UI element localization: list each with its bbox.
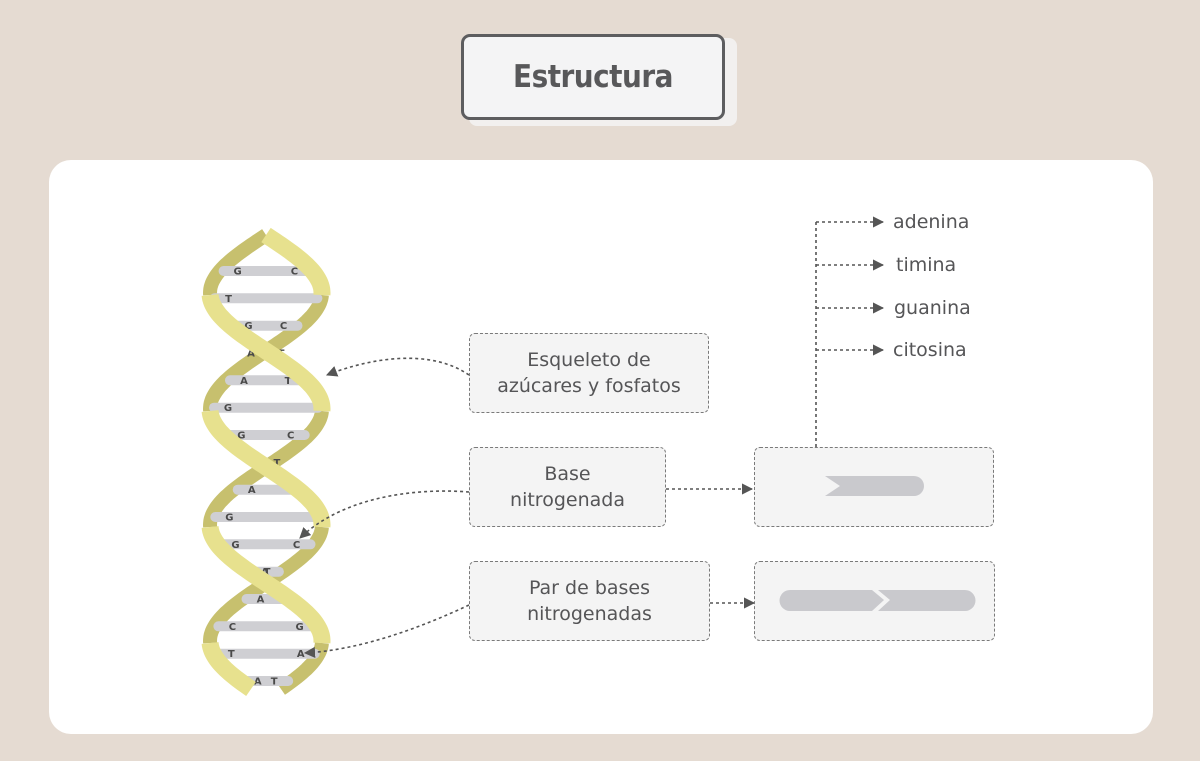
backbone-label: Esqueleto de azúcares y fosfatos	[497, 349, 681, 397]
base-letter: A	[247, 349, 255, 360]
base-letter: C	[280, 321, 287, 332]
base-letter: G	[244, 321, 252, 332]
base-timina: timina	[896, 254, 957, 276]
base-letter: T	[271, 677, 278, 688]
base-shape-box	[754, 447, 994, 527]
connector-lines	[299, 216, 885, 659]
base-letter: T	[264, 567, 271, 578]
base-letter: A	[257, 595, 265, 606]
base-adenina: adenina	[893, 211, 970, 233]
strand-b-segment-3	[201, 526, 331, 644]
base-letter: G	[225, 513, 233, 524]
title-box: Estructura	[461, 34, 725, 120]
strand-b-segment-0	[202, 229, 270, 296]
base-letter: T	[225, 294, 232, 305]
strand-a-segment-4	[201, 642, 256, 696]
base-letter: G	[231, 540, 239, 551]
base-letter: C	[293, 540, 300, 551]
base-letter: G	[224, 403, 232, 414]
backbone-connector	[325, 357, 470, 377]
base-letter: T	[228, 649, 235, 660]
base-letter: A	[240, 376, 248, 387]
base-letter: C	[229, 622, 236, 633]
backbone-label-box: Esqueleto de azúcares y fosfatos	[469, 333, 709, 413]
base-letter: C	[291, 267, 298, 278]
base-letter: G	[233, 267, 241, 278]
base-letter: A	[254, 677, 262, 688]
title-card: Estructura	[461, 34, 739, 128]
base-letter: T	[273, 458, 280, 469]
base-letter: G	[295, 622, 303, 633]
pair-shape-box	[754, 561, 995, 641]
page-title: Estructura	[513, 59, 673, 95]
base-letter: C	[287, 431, 294, 442]
base-letter: T	[285, 376, 292, 387]
base-guanina: guanina	[894, 297, 971, 319]
base-label: Base nitrogenada	[510, 463, 625, 511]
base-connector	[299, 490, 470, 539]
pair-label-box: Par de bases nitrogenadas	[469, 561, 710, 641]
dna-front-strand	[201, 227, 331, 696]
strand-b-segment-1	[201, 294, 331, 412]
pair-connector	[303, 604, 470, 659]
pair-label: Par de bases nitrogenadas	[527, 577, 652, 625]
strand-a-segment-0	[261, 227, 331, 296]
base-letter: A	[297, 649, 305, 660]
base-letter: G	[237, 431, 245, 442]
base-label-box: Base nitrogenada	[469, 447, 666, 527]
base-letter: A	[248, 485, 256, 496]
base-citosina: citosina	[893, 339, 967, 361]
strand-a-segment-2	[201, 410, 331, 528]
